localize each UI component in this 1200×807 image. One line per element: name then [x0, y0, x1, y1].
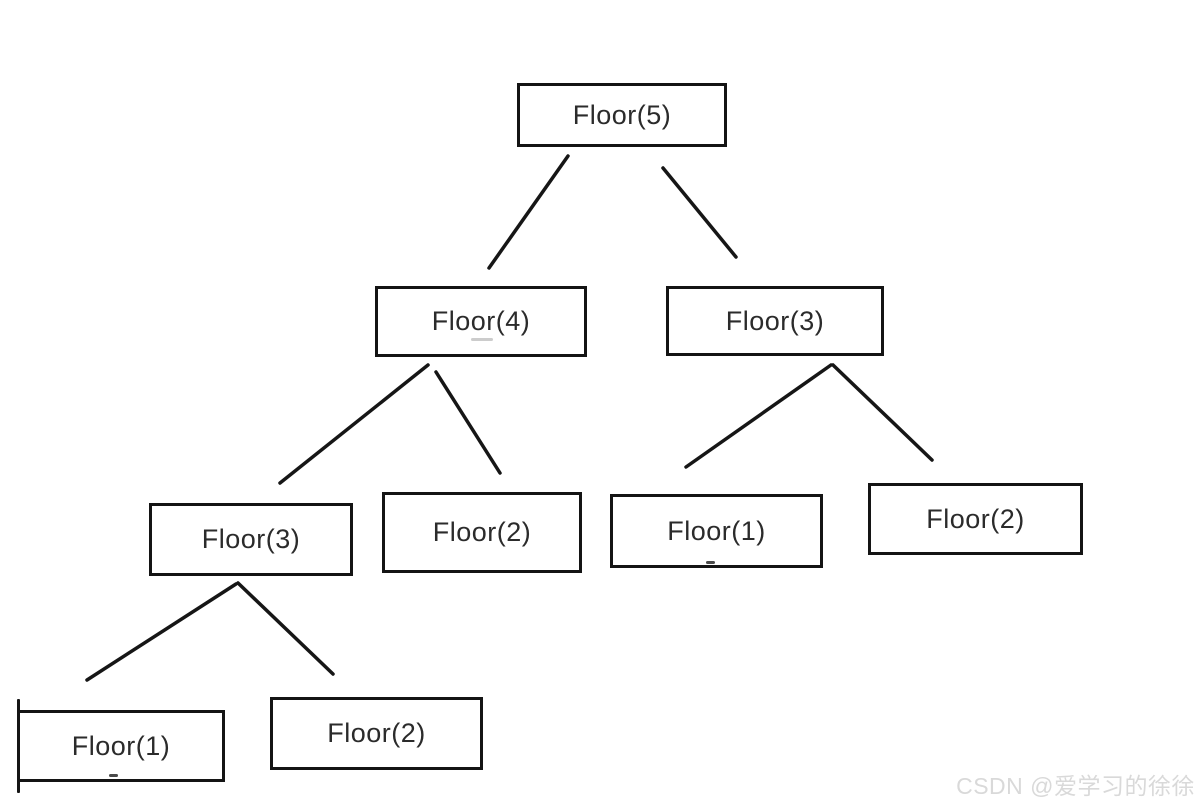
pen-artifact-dash-0: [471, 338, 493, 341]
edge-floor4-l2-to-floor3-l3-left: [278, 363, 430, 485]
node-label: Floor(3): [201, 524, 301, 554]
node-floor5-root: Floor(5): [517, 83, 727, 147]
node-label: Floor(1): [71, 730, 171, 761]
node-label: Floor(2): [926, 503, 1025, 534]
node-floor3-l2-right: Floor(3): [666, 286, 884, 356]
node-label: Floor(1): [667, 515, 766, 546]
pen-artifact-stroke-3: [17, 699, 20, 793]
edge-floor4-l2-to-floor2-l3-mid: [434, 370, 502, 475]
edge-floor3-l2-right-to-floor2-l3-far: [831, 363, 934, 462]
watermark: CSDN @爱学习的徐徐: [956, 773, 1195, 799]
node-floor2-l4-right: Floor(2): [270, 697, 483, 770]
edge-floor3-l3-left-to-floor2-l4-right: [236, 581, 335, 676]
pen-artifact-dots-1: [706, 561, 715, 564]
node-floor1-l3-right: Floor(1): [610, 494, 823, 568]
node-floor1-l4-left: Floor(1): [17, 710, 225, 782]
edge-floor3-l2-right-to-floor1-l3-right: [684, 363, 833, 469]
node-floor3-l3-left: Floor(3): [149, 503, 353, 576]
node-label: Floor(3): [725, 305, 825, 336]
node-label: Floor(2): [432, 517, 532, 547]
node-floor2-l3-mid: Floor(2): [382, 492, 582, 573]
node-floor2-l3-far: Floor(2): [868, 483, 1083, 555]
edge-floor3-l3-left-to-floor1-l4-left: [85, 582, 238, 682]
node-label: Floor(4): [431, 306, 531, 336]
pen-artifact-dots-2: [109, 774, 118, 777]
edge-floor5-root-to-floor3-l2-right: [661, 166, 738, 259]
node-label: Floor(2): [327, 718, 426, 748]
node-floor4-l2: Floor(4): [375, 286, 587, 357]
edge-floor5-root-to-floor4-l2: [487, 154, 570, 270]
node-label: Floor(5): [572, 99, 672, 130]
